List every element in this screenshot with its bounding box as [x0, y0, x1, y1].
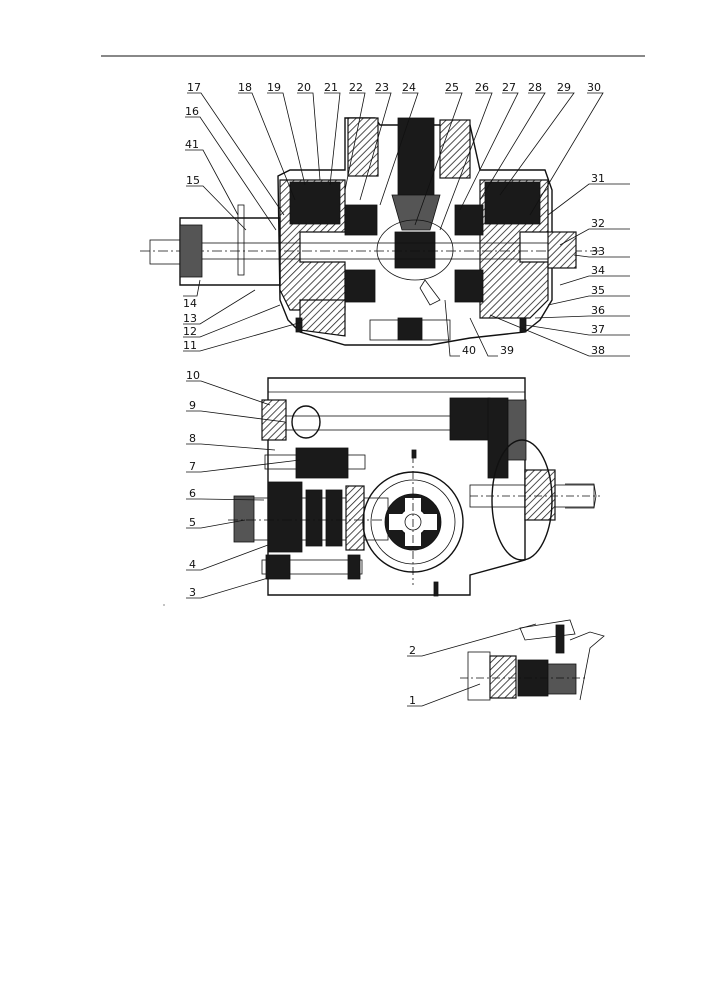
callout-6: 6	[189, 487, 196, 500]
callout-40: 40	[462, 344, 476, 357]
longitudinal-section-view	[140, 117, 600, 346]
callout-17: 17	[187, 81, 201, 94]
callout-19: 19	[267, 81, 281, 94]
callout-3: 3	[189, 586, 196, 599]
callout-37: 37	[591, 323, 605, 336]
plan-section-view	[228, 377, 600, 597]
detail-view	[460, 619, 605, 701]
callout-39: 39	[500, 344, 514, 357]
callout-23: 23	[375, 81, 389, 94]
callout-11: 11	[183, 339, 197, 352]
callout-22: 22	[349, 81, 363, 94]
callout-32: 32	[591, 217, 605, 230]
leader-lines	[183, 92, 630, 707]
callout-18: 18	[238, 81, 252, 94]
callout-20: 20	[297, 81, 311, 94]
callout-21: 21	[324, 81, 338, 94]
callout-38: 38	[591, 344, 605, 357]
callout-16: 16	[185, 105, 199, 118]
callout-8: 8	[189, 432, 196, 445]
callout-labels: 17 18 19 20 21 22 23 24 25 26 27 28 29 3…	[183, 81, 605, 707]
callout-27: 27	[502, 81, 516, 94]
callout-9: 9	[189, 399, 196, 412]
callout-13: 13	[183, 312, 197, 325]
callout-26: 26	[475, 81, 489, 94]
callout-2: 2	[409, 644, 416, 657]
callout-34: 34	[591, 264, 605, 277]
callout-12: 12	[183, 325, 197, 338]
callout-31: 31	[591, 172, 605, 185]
callout-30: 30	[587, 81, 601, 94]
callout-15: 15	[186, 174, 200, 187]
callout-29: 29	[557, 81, 571, 94]
callout-41: 41	[185, 138, 199, 151]
callout-35: 35	[591, 284, 605, 297]
callout-28: 28	[528, 81, 542, 94]
callout-1: 1	[409, 694, 416, 707]
callout-7: 7	[189, 460, 196, 473]
callout-14: 14	[183, 297, 197, 310]
callout-33: 33	[591, 245, 605, 258]
callout-4: 4	[189, 558, 196, 571]
callout-5: 5	[189, 516, 196, 529]
callout-36: 36	[591, 304, 605, 317]
callout-10: 10	[186, 369, 200, 382]
callout-24: 24	[402, 81, 416, 94]
callout-25: 25	[445, 81, 459, 94]
